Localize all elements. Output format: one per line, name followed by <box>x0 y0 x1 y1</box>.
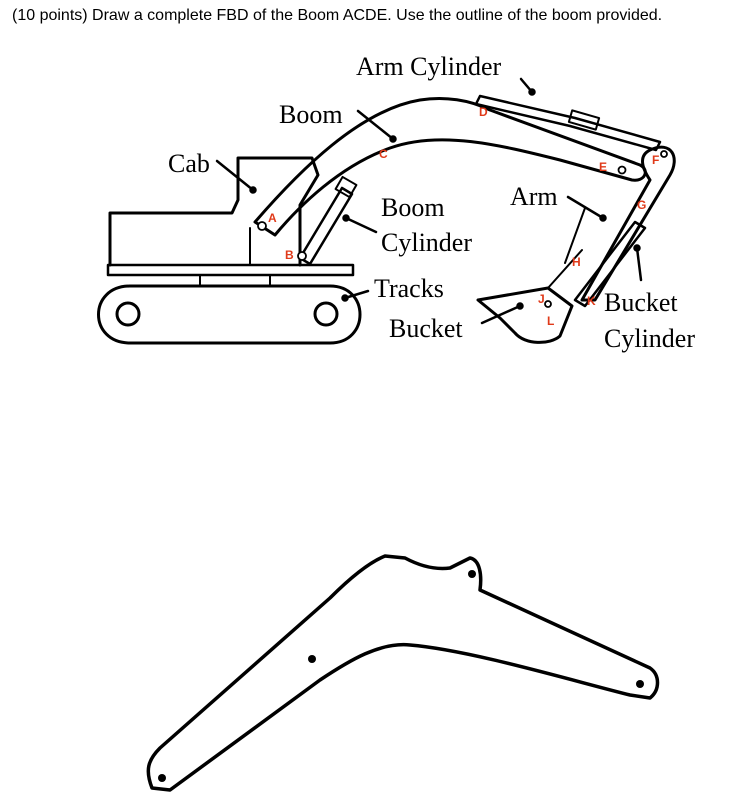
point-label-L: L <box>547 314 554 328</box>
pivot-A <box>257 221 267 231</box>
boom-outline <box>253 96 647 237</box>
label-arm: Arm <box>510 182 558 211</box>
point-label-A: A <box>268 211 277 225</box>
bucket-cylinder <box>573 220 647 308</box>
cab-body <box>108 156 320 267</box>
point-label-D: D <box>479 105 488 119</box>
arm-cylinder <box>474 94 662 152</box>
pivot-E <box>617 165 627 175</box>
bucket-outline <box>476 286 574 344</box>
point-label-G: G <box>637 198 646 212</box>
point-label-F: F <box>652 153 659 167</box>
pivot-J <box>544 300 552 308</box>
question-text: (10 points) Draw a complete FBD of the B… <box>12 7 663 24</box>
label-boom-cylinder-line2: Cylinder <box>381 228 472 257</box>
hole-top <box>468 570 476 578</box>
point-label-H: H <box>572 255 581 269</box>
point-label-E: E <box>599 160 607 174</box>
label-cab: Cab <box>168 149 210 178</box>
pivot-B <box>297 251 307 261</box>
label-tracks: Tracks <box>374 274 444 303</box>
label-boom: Boom <box>279 100 343 129</box>
label-bucket: Bucket <box>389 314 463 343</box>
pivot-F <box>660 150 668 158</box>
track-wheel-right <box>313 301 339 327</box>
point-label-C: C <box>379 147 388 161</box>
label-bucket-cylinder-line1: Bucket <box>604 288 678 317</box>
hole-right-end <box>636 680 644 688</box>
track-wheel-left <box>115 301 141 327</box>
hole-left-end <box>158 774 166 782</box>
label-boom-cylinder-line1: Boom <box>381 193 445 222</box>
label-bucket-cylinder-line2: Cylinder <box>604 324 695 353</box>
point-label-J: J <box>538 292 545 306</box>
hole-middle <box>308 655 316 663</box>
point-label-K: K <box>587 294 596 308</box>
base-plate <box>106 263 355 277</box>
boom-outline-provided <box>146 554 660 792</box>
label-arm-cylinder: Arm Cylinder <box>356 52 501 81</box>
point-label-B: B <box>285 248 294 262</box>
